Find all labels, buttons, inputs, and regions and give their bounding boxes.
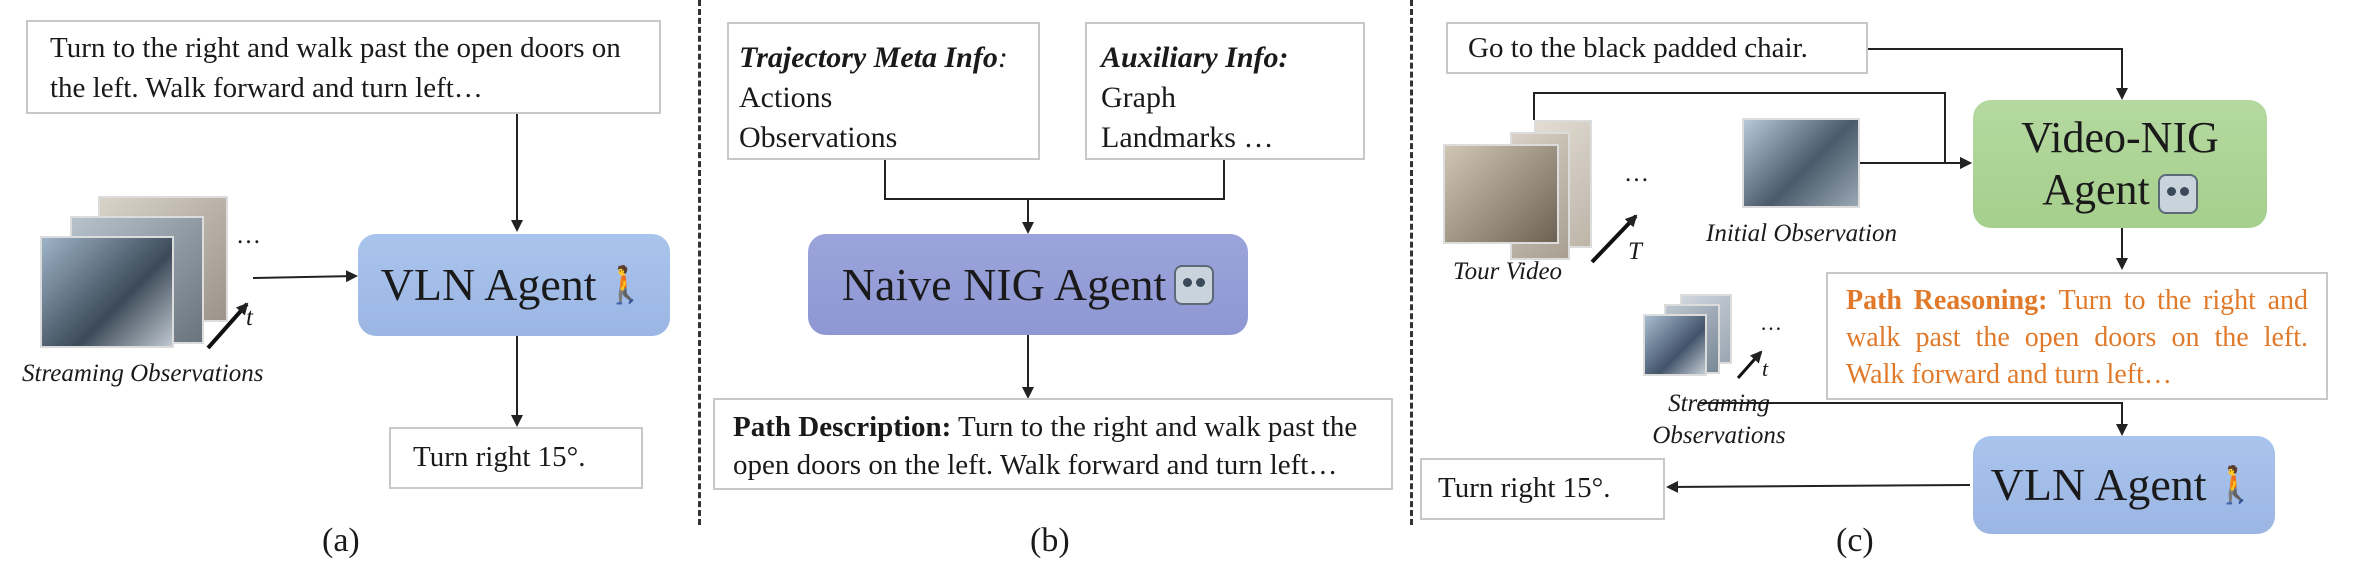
robot-icon [2157,173,2198,214]
panel-a-ellipsis: … [236,222,261,249]
walking-person-icon: 🚶 [602,265,648,305]
panel-b-meta-title: Trajectory Meta Info [739,41,998,74]
panel-b-caption: (b) [1030,522,1070,559]
panel-b-aux-item-graph: Graph [1101,81,1176,114]
time-arrow-a [206,302,249,350]
panel-c-initial-caption: Initial Observation [1706,220,1897,247]
panel-a-caption: (a) [322,522,360,559]
panel-c-tour-label: T [1628,238,1642,265]
walking-person-icon: 🚶 [2212,465,2258,505]
panel-c-goal-text: Go to the black padded chair. [1468,32,1808,64]
arrow-stream-to-agent [252,270,358,283]
panel-a-time-label: t [246,304,253,331]
panel-c-goal-box: Go to the black padded chair. [1446,22,1868,74]
tour-frame-1 [1443,144,1559,244]
time-arrow-tour [1590,214,1638,264]
panel-c-stream-time-label: t [1762,356,1769,381]
robot-icon [1174,264,1215,305]
panel-a-action-box: Turn right 15°. [389,427,643,489]
panel-c-stream-ellipsis: … [1760,310,1782,335]
panel-b-aux-item-landmarks: Landmarks … [1101,121,1274,154]
panel-b-meta-item-observations: Observations [739,121,898,154]
panel-c-stream-caption-line2: Observations [1652,422,1786,449]
panel-a-vln-agent: VLN Agent 🚶 [358,234,670,336]
panel-c-video-nig-agent: Video-NIG Agent [1973,100,2267,228]
panel-c-reasoning-box: Path Reasoning: Turn to the right and wa… [1826,272,2328,400]
panel-b-description-text: Turn to the right and walk past the open… [733,411,1358,481]
time-arrow-stream-c [1736,350,1763,379]
connector-meta-aux [884,160,1225,200]
divider-ab [698,0,701,525]
panel-a-instruction-box: Turn to the right and walk past the open… [26,20,661,114]
stream-frame-1 [40,236,174,348]
panel-a-stream-caption: Streaming Observations [22,360,264,387]
panel-c-reasoning-text: Turn to the right and walk past the open… [1846,285,2309,390]
initial-observation-image [1742,118,1860,208]
panel-b-meta-colon: : [997,41,1008,74]
panel-b-meta-box: Trajectory Meta Info: Actions Observatio… [727,22,1040,160]
divider-bc [1410,0,1413,525]
panel-b-description-box: Path Description: Turn to the right and … [713,398,1393,490]
arrow-vln-agent-to-action [1666,480,1971,493]
panel-b-meta-item-actions: Actions [739,81,833,114]
panel-c-video-agent-line1: Video-NIG [2021,113,2219,162]
panel-c-stream-caption-line1: Streaming [1668,390,1770,417]
panel-a-action-text: Turn right 15°. [413,441,586,473]
panel-b-naive-agent: Naive NIG Agent [808,234,1248,335]
stream-c-frame-1 [1643,314,1707,376]
panel-c-caption: (c) [1836,522,1874,559]
panel-a-vln-agent-label: VLN Agent [380,259,597,310]
panel-b-naive-agent-label: Naive NIG Agent [841,258,1167,310]
panel-c-stream-caption: Streaming Observations [1644,388,1794,452]
panel-c-tour-ellipsis: … [1624,160,1649,187]
panel-b-aux-title: Auxiliary Info: [1101,41,1289,74]
panel-c-vln-agent-label: VLN Agent [1990,459,2207,510]
arrow-goal-to-video-agent [1868,48,2128,100]
panel-b-aux-box: Auxiliary Info: Graph Landmarks … [1085,22,1365,160]
panel-c-vln-agent: VLN Agent 🚶 [1973,436,2275,534]
panel-c-video-agent-line2: Agent [2042,165,2150,214]
panel-c-tour-caption: Tour Video [1453,258,1563,285]
panel-b-description-label: Path Description: [733,411,952,443]
panel-c-action-box: Turn right 15°. [1420,458,1665,520]
arrow-stream-to-vln-agent [1700,402,2128,436]
panel-c-action-text: Turn right 15°. [1438,472,1611,504]
panel-c-reasoning-label: Path Reasoning: [1846,285,2048,316]
panel-a-instruction-text: Turn to the right and walk past the open… [50,32,621,104]
